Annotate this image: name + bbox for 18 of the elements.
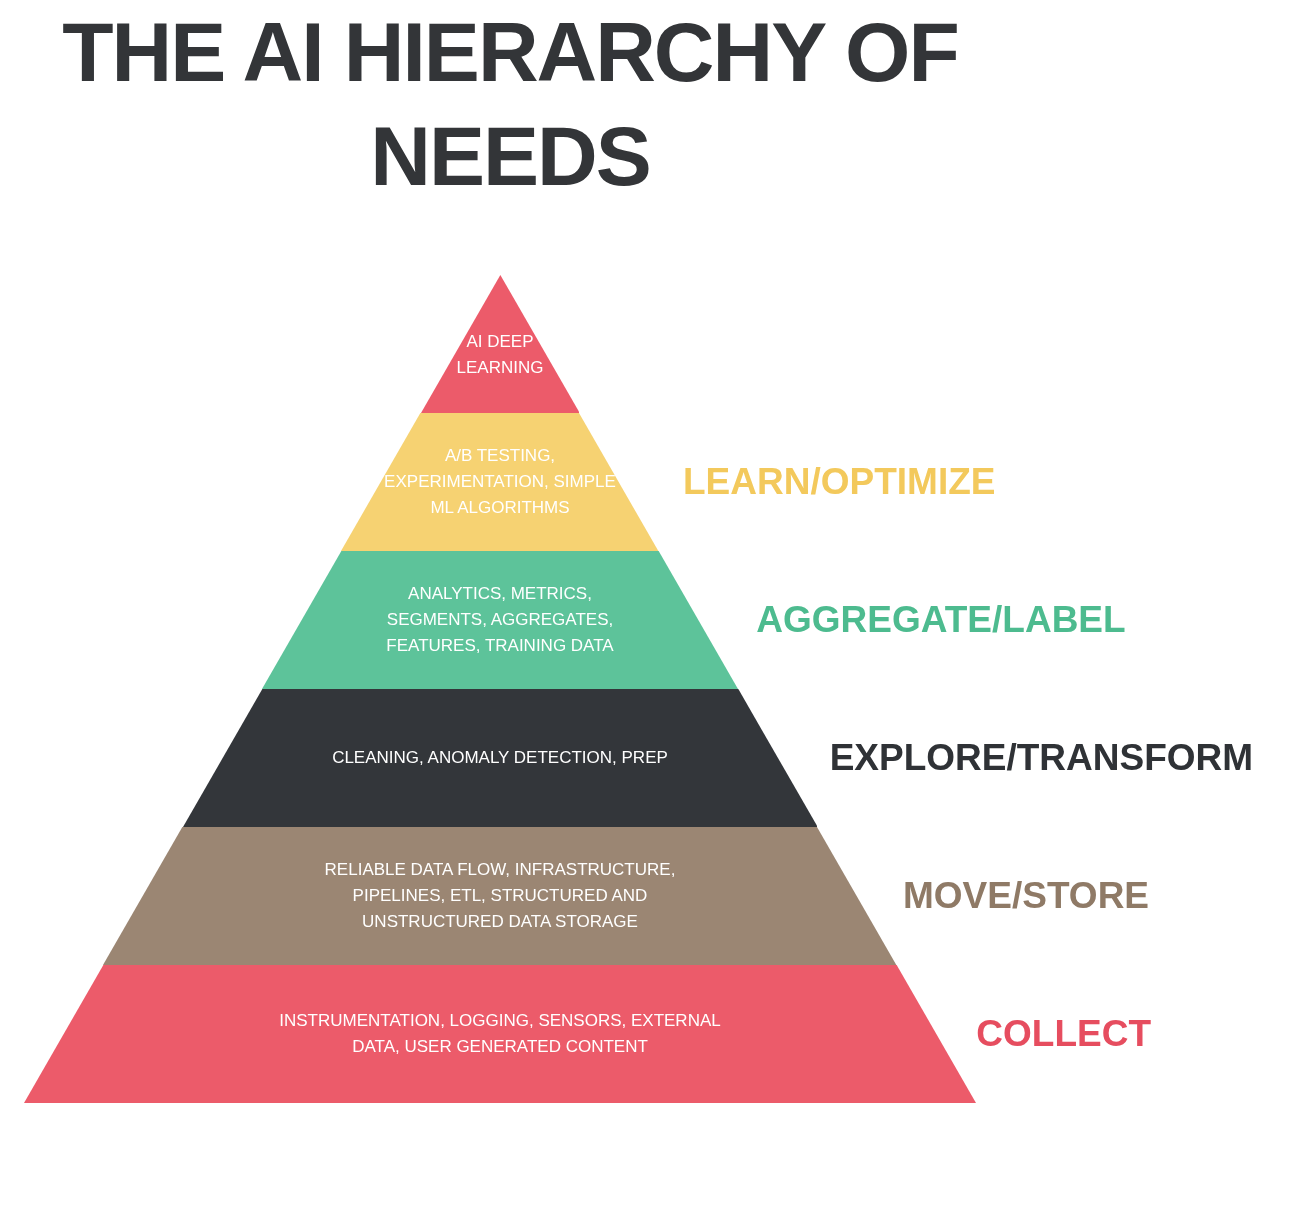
tier-text: A/B TESTING, EXPERIMENTATION, SIMPLE ML ALGORITHMS (383, 445, 617, 519)
tier-label: COLLECT (976, 1013, 1152, 1055)
tier-label: EXPLORE/TRANSFORM (829, 737, 1254, 779)
tier-label: AGGREGATE/LABEL (756, 599, 1126, 641)
tier-text: INSTRUMENTATION, LOGGING, SENSORS, EXTERNAL DATA, USER GENERATED CONTENT (278, 1010, 722, 1058)
pyramid-tier (182, 689, 818, 827)
pyramid-tier (103, 827, 897, 965)
pyramid-tier (262, 551, 738, 689)
pyramid-apex (420, 275, 580, 413)
pyramid-tier (24, 965, 976, 1103)
tier-label: MOVE/STORE (903, 875, 1150, 917)
tier-text: AI DEEP LEARNING (455, 331, 545, 380)
tier-text: RELIABLE DATA FLOW, INFRASTRUCTURE, PIPELINES, ETL, STRUCTURED AND UNSTRUCTURED DATA STORAGE (323, 859, 677, 933)
tier-text: CLEANING, ANOMALY DETECTION, PREP (331, 747, 669, 769)
title: THE AI HIERARCHY OF NEEDS (61, 4, 959, 205)
pyramid-tier (341, 413, 659, 551)
tier-text: ANALYTICS, METRICS, SEGMENTS, AGGREGATES, FEATURES, TRAINING DATA (385, 583, 615, 657)
tier-label: LEARN/OPTIMIZE (683, 461, 996, 503)
